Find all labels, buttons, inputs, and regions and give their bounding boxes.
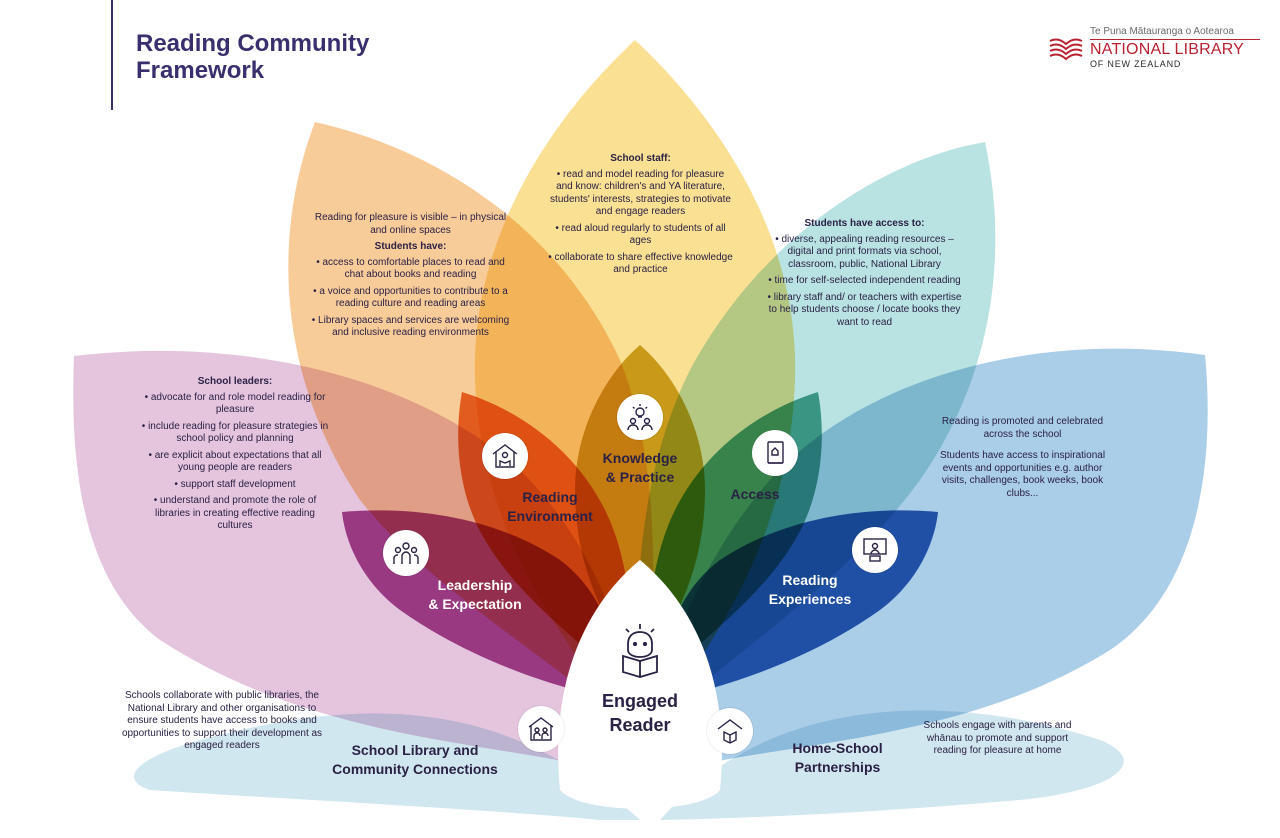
leadership-heading: School leaders: xyxy=(197,376,273,387)
knowledge-bullet-1: • read and model reading for pleasure an… xyxy=(550,168,731,218)
label-reading-experiences: Reading Experiences xyxy=(768,572,852,607)
access-bullet-3: • library staff and/ or teachers with ex… xyxy=(767,291,962,328)
house-reader-icon xyxy=(482,433,528,479)
leadership-bullet-4: • support staff development xyxy=(174,478,296,490)
label-reading-environment: Reading Environment xyxy=(507,489,593,524)
experiences-paragraph-1: Reading is promoted and celebrated acros… xyxy=(941,416,1104,440)
group-icon xyxy=(383,530,429,576)
access-text: Students have access to: • diverse, appe… xyxy=(762,218,967,333)
environment-intro: Reading for pleasure is visible – in phy… xyxy=(314,212,507,236)
environment-bullet-3: • Library spaces and services are welcom… xyxy=(311,314,510,339)
access-bullet-1: • diverse, appealing reading resources –… xyxy=(775,233,954,270)
environment-text: Reading for pleasure is visible – in phy… xyxy=(308,212,513,344)
logo-divider xyxy=(1090,39,1260,40)
experiences-text: Reading is promoted and celebrated acros… xyxy=(930,416,1115,504)
access-bullet-2: • time for self-selected independent rea… xyxy=(768,275,961,286)
leadership-bullet-5: • understand and promote the role of lib… xyxy=(153,495,317,531)
label-engaged-reader: Engaged Reader xyxy=(601,691,678,735)
community-text: Schools collaborate with public librarie… xyxy=(121,690,323,751)
label-home-school: Home-School Partnerships xyxy=(792,740,883,775)
center-petal xyxy=(558,560,722,809)
ideas-people-icon xyxy=(617,394,663,440)
label-knowledge-practice: Knowledge & Practice xyxy=(602,450,678,485)
environment-bullet-2: • a voice and opportunities to contribut… xyxy=(313,285,508,310)
home-book-icon xyxy=(707,708,753,754)
leadership-bullet-1: • advocate for and role model reading fo… xyxy=(144,391,326,416)
label-leadership-expectation: Leadership & Expectation xyxy=(428,577,522,612)
home-text: Schools engage with parents and whānau t… xyxy=(923,720,1072,756)
knowledge-text: School staff: • read and model reading f… xyxy=(548,153,733,281)
page-title: Reading Community Framework xyxy=(136,30,370,84)
label-community-connections: School Library and Community Connections xyxy=(332,742,498,777)
leadership-bullet-3: • are explicit about expectations that a… xyxy=(148,449,322,474)
presenter-icon xyxy=(852,527,898,573)
petal-knowledge-inner xyxy=(575,345,705,670)
experiences-paragraph-2: Students have access to inspirational ev… xyxy=(939,450,1106,499)
logo-name: NATIONAL LIBRARY xyxy=(1090,41,1245,58)
engaged-reader-icon xyxy=(622,624,658,678)
logo-maori-name: Te Puna Mātauranga o Aotearoa xyxy=(1090,26,1234,37)
label-access: Access xyxy=(730,486,780,502)
knowledge-bullet-3: • collaborate to share effective knowled… xyxy=(548,251,733,276)
community-house-icon xyxy=(518,706,564,752)
access-heading: Students have access to: xyxy=(804,218,925,229)
book-icon xyxy=(752,430,798,476)
environment-bullet-1: • access to comfortable places to read a… xyxy=(316,256,505,281)
knowledge-bullet-2: • read aloud regularly to students of al… xyxy=(555,222,726,247)
knowledge-heading: School staff: xyxy=(610,153,671,164)
environment-heading: Students have: xyxy=(374,241,447,252)
logo-subname: OF NEW ZEALAND xyxy=(1090,59,1182,69)
leadership-text: School leaders: • advocate for and role … xyxy=(140,376,330,537)
title-rule xyxy=(111,0,113,110)
national-library-logo: Te Puna Mātauranga o Aotearoa NATIONAL L… xyxy=(1046,26,1262,72)
petal-experiences-outer xyxy=(640,348,1208,780)
library-logo-icon xyxy=(1049,38,1083,61)
leadership-bullet-2: • include reading for pleasure strategie… xyxy=(141,420,329,445)
